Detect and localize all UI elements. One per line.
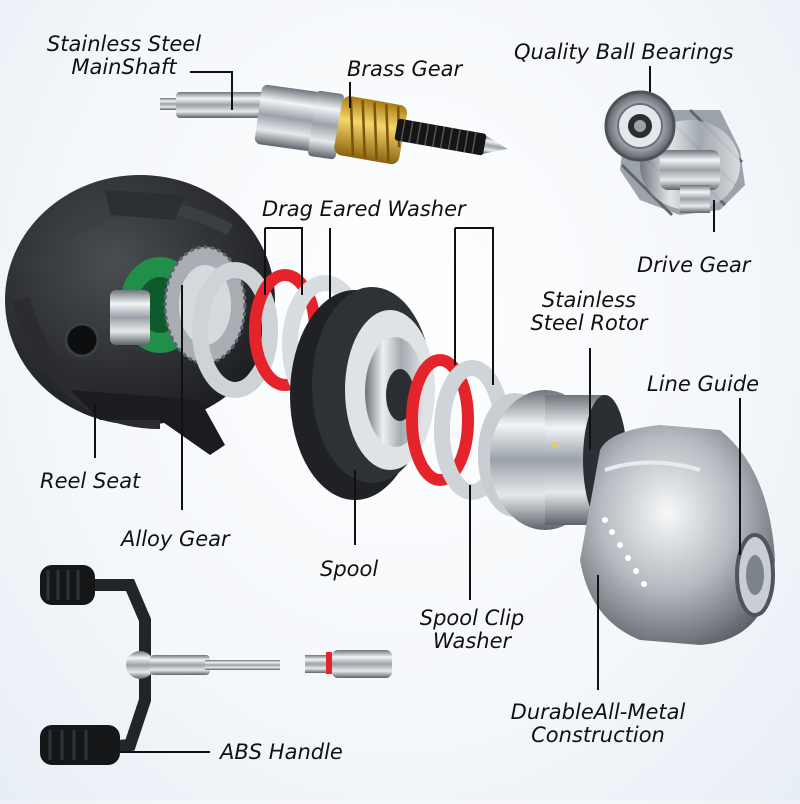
- ball-bearings-label: Quality Ball Bearings: [514, 40, 734, 64]
- construction-label-line1: DurableAll-Metal: [510, 700, 686, 724]
- spool-clip-label-line2: Washer: [432, 628, 512, 653]
- spool-clip-label: Spool Clip Washer: [402, 607, 542, 652]
- rotor-label-line1: Stainless: [541, 288, 637, 312]
- abs-handle-label: ABS Handle: [220, 740, 343, 764]
- mainshaft-label-line1: Stainless Steel: [46, 32, 202, 56]
- spool-label: Spool: [320, 557, 379, 581]
- brass-gear: [334, 96, 408, 165]
- construction-label-line2: Construction: [531, 722, 665, 747]
- construction-label: DurableAll-Metal Construction: [493, 701, 703, 746]
- alloy-gear-label: Alloy Gear: [121, 527, 230, 551]
- rotor-label: Stainless Steel Rotor: [514, 289, 664, 334]
- spool: [290, 287, 435, 500]
- abs-handle: [40, 565, 392, 765]
- spool-clip-label-line1: Spool Clip: [419, 606, 525, 630]
- drive-gear-assembly: [604, 90, 745, 217]
- leader-lines: [94, 66, 741, 753]
- main-shaft-assembly: [160, 84, 508, 165]
- mainshaft-label-line2: MainShaft: [71, 54, 177, 79]
- brass-gear-label: Brass Gear: [347, 57, 463, 81]
- threaded-end: [394, 118, 508, 156]
- reel-body: [5, 175, 275, 455]
- mainshaft-label: Stainless Steel MainShaft: [36, 33, 212, 78]
- drag-washer-label: Drag Eared Washer: [262, 197, 466, 221]
- ball-bearing: [604, 90, 676, 162]
- vent-holes: [602, 517, 647, 587]
- drive-gear-label: Drive Gear: [637, 253, 751, 277]
- reel-seat-label: Reel Seat: [40, 469, 141, 493]
- rotor-label-line2: Steel Rotor: [530, 310, 648, 335]
- line-guide-label: Line Guide: [647, 372, 760, 396]
- line-guide-icon: [735, 533, 775, 617]
- front-cover: [580, 425, 775, 645]
